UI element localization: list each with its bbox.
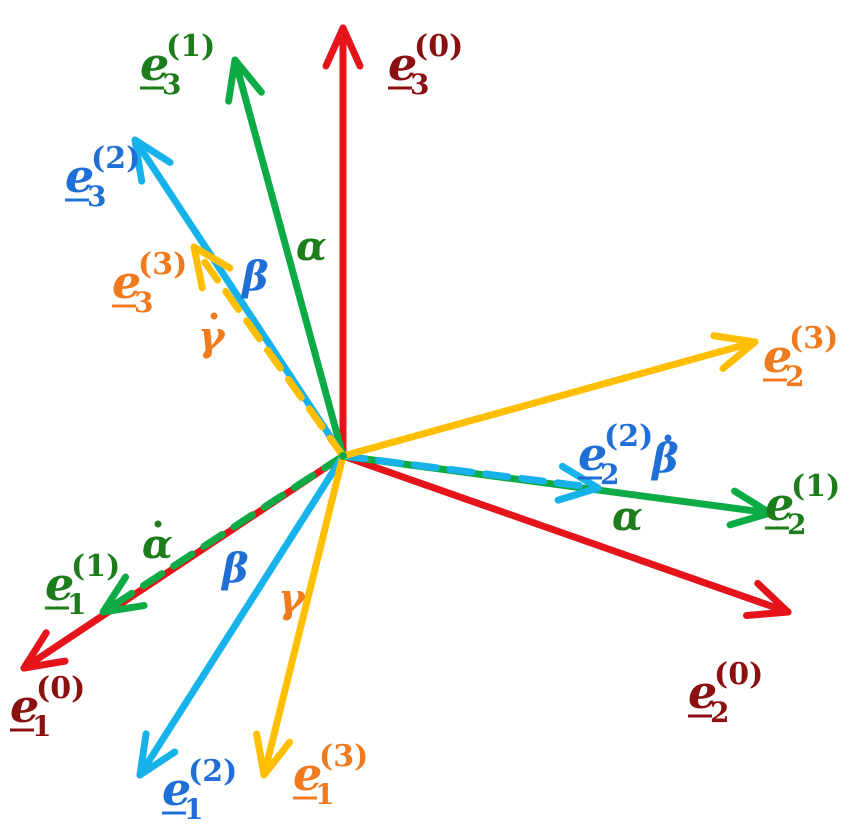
vector-index: 2 [710, 696, 729, 729]
vector-index: 3 [162, 68, 181, 101]
angle-beta-top: β [240, 253, 269, 300]
vector-frame-superscript: (2) [188, 754, 237, 789]
vector-e2-2-label: e2 (2) [578, 419, 653, 491]
vector-index: 1 [184, 793, 203, 826]
vector-labels: e1(0)e2(0)e3(0)e1(1)e2(1)e3(1)e1(2)e2(2)… [10, 29, 840, 826]
vector-e1-2-label: e1 (2) [162, 754, 237, 826]
vector-e2-0-arrow [339, 452, 792, 619]
angle-alpha-right: α [612, 493, 643, 540]
vector-frame-superscript: (3) [319, 739, 368, 774]
vector-arrows [20, 24, 792, 779]
vector-index: 1 [67, 588, 86, 621]
vector-base-letter: e [765, 477, 794, 531]
vector-e1-1-arrow [99, 452, 347, 616]
angle-alpha-dot-left: α [142, 520, 173, 568]
vector-frame-superscript: (1) [166, 29, 215, 64]
vector-index: 1 [315, 778, 334, 811]
vector-e1-1-label: e1 (1) [45, 549, 120, 621]
vector-frame-superscript: (3) [789, 321, 838, 356]
vector-frame-superscript: (0) [714, 657, 763, 692]
vector-base-letter: e [112, 255, 141, 309]
vector-base-letter: e [162, 762, 191, 816]
vector-e2-2-arrow [339, 452, 602, 504]
angle-symbol: α [142, 521, 173, 568]
vector-index: 2 [785, 360, 804, 393]
vector-base-letter: e [65, 149, 94, 203]
vector-base-letter: e [763, 329, 792, 383]
angle-symbol: β [220, 545, 249, 592]
vector-e3-0-label: e3 (0) [388, 29, 463, 101]
vector-base-letter: e [578, 427, 607, 481]
vector-base-letter: e [388, 37, 417, 91]
vector-e3-3-label: e3 (3) [112, 247, 187, 319]
vector-e2-3-arrow [339, 332, 759, 460]
vector-e3-3-arrow [190, 243, 347, 460]
vector-e3-1-arrow [225, 56, 347, 460]
vector-base-letter: e [140, 37, 169, 91]
vector-e3-2-label: e3 (2) [65, 141, 140, 213]
vector-base-letter: e [688, 665, 717, 719]
vector-e2-0-label: e2 (0) [688, 657, 763, 729]
vector-e1-0-label: e1 (0) [10, 671, 85, 743]
vector-index: 3 [87, 180, 106, 213]
time-derivative-dot [154, 520, 162, 528]
vector-frame-superscript: (2) [91, 141, 140, 176]
angle-alpha-top: α [296, 223, 327, 270]
vector-e1-3-label: e1 (3) [293, 739, 368, 811]
vector-e3-0-arrow [322, 24, 364, 460]
vector-e1-3-arrow [253, 452, 347, 779]
origin-point [339, 452, 347, 460]
vector-index: 2 [600, 458, 619, 491]
vector-e1-2-arrow [136, 452, 347, 779]
vector-frame-superscript: (1) [71, 549, 120, 584]
vector-frame-superscript: (1) [791, 469, 840, 504]
angle-beta-dot-right: β [650, 434, 679, 482]
angle-symbol: β [240, 253, 269, 300]
angle-symbol: γ [198, 313, 226, 360]
vector-e2-3-label: e2 (3) [763, 321, 838, 393]
angle-symbol: β [650, 435, 679, 482]
angle-symbol: α [612, 493, 643, 540]
angle-symbol: γ [278, 575, 306, 622]
time-derivative-dot [664, 434, 672, 442]
time-derivative-dot [210, 312, 218, 320]
vector-frame-superscript: (0) [36, 671, 85, 706]
vector-index: 1 [32, 710, 51, 743]
vector-index: 2 [787, 508, 806, 541]
vector-index: 3 [410, 68, 429, 101]
vector-frame-superscript: (3) [138, 247, 187, 282]
angle-symbol: α [296, 223, 327, 270]
angle-beta-bottom: β [220, 545, 249, 592]
vector-frame-superscript: (2) [604, 419, 653, 454]
vector-e2-1-arrow [339, 452, 774, 529]
angle-gamma-dot-top: γ [198, 312, 226, 360]
vector-base-letter: e [293, 747, 322, 801]
vector-e2-1-label: e2 (1) [765, 469, 840, 541]
vector-e3-1-label: e3 (1) [140, 29, 215, 101]
angle-gamma-bottom: γ [278, 575, 306, 622]
vector-frame-superscript: (0) [414, 29, 463, 64]
vector-base-letter: e [10, 679, 39, 733]
vector-base-letter: e [45, 557, 74, 611]
vector-index: 3 [134, 286, 153, 319]
vector-e3-2-arrow [131, 136, 347, 460]
